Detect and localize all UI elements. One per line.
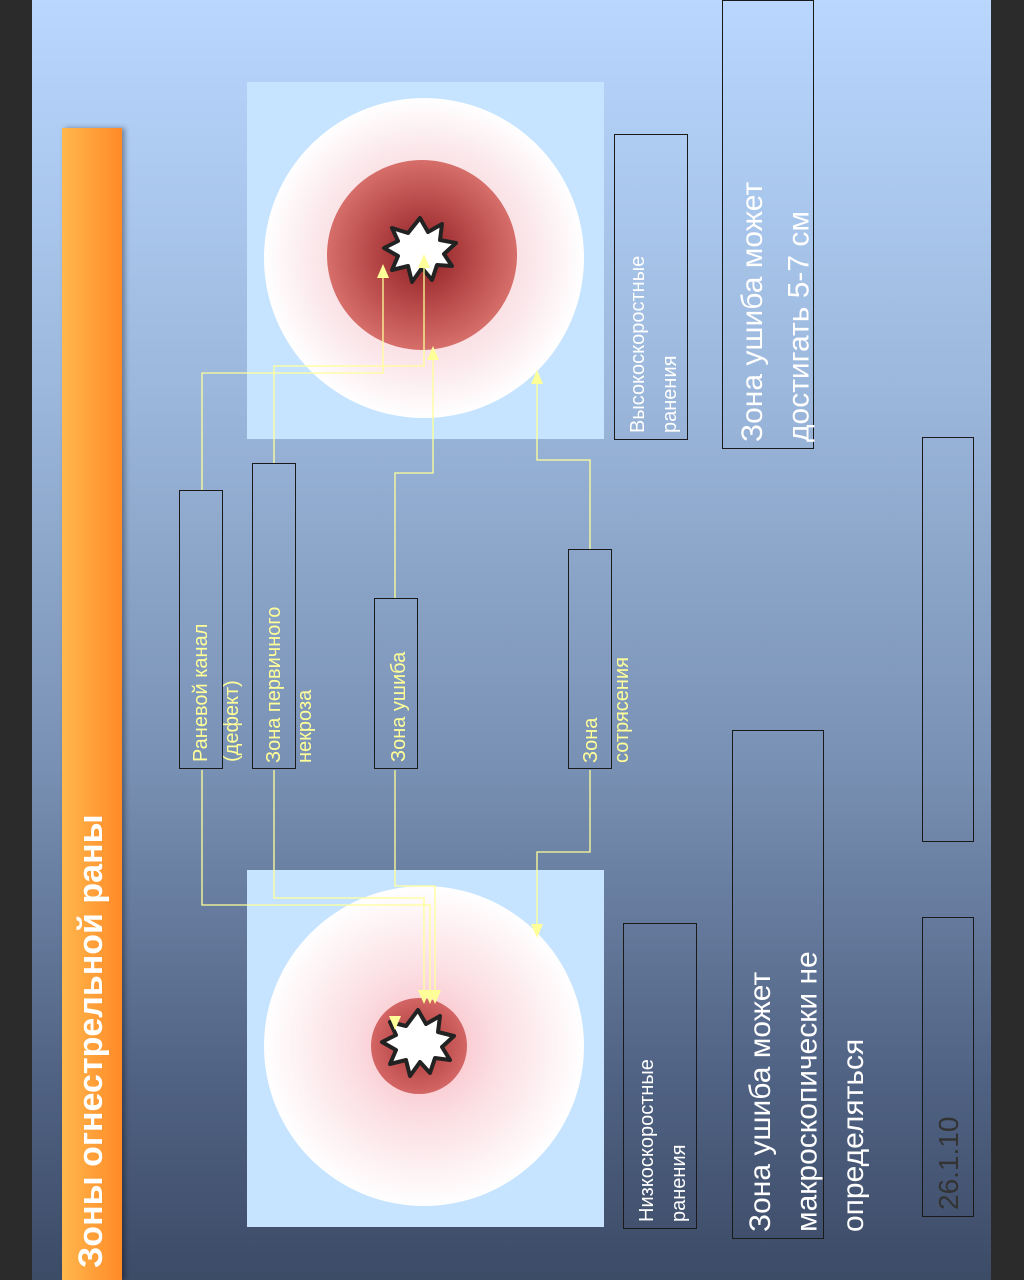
footer-placeholder — [922, 437, 974, 842]
low-velocity-label-box — [623, 923, 697, 1229]
wound-channel-line1: Раневой канал — [190, 623, 212, 762]
low-velocity-line2: ранения — [668, 1144, 690, 1222]
low-velocity-note-line3: определяться — [837, 1038, 870, 1232]
slide-date: 26.1.10 — [933, 1116, 964, 1210]
high-velocity-note-line1: Зона ушиба может — [736, 181, 769, 442]
high-velocity-label-box — [614, 134, 688, 440]
commotion-box — [568, 549, 612, 769]
wound-channel-label: Раневой канал (дефект) — [186, 492, 248, 762]
low-velocity-note: Зона ушиба может макроскопически не опре… — [738, 940, 878, 1232]
wound-channel-box — [179, 490, 223, 769]
commotion-label: Зона сотрясения — [576, 552, 638, 763]
high-velocity-note: Зона ушиба может достигать 5-7 см — [730, 150, 823, 442]
low-velocity-note-box — [732, 730, 824, 1239]
low-velocity-note-line1: Зона ушиба может — [744, 971, 777, 1232]
low-velocity-label: Низкоскоростные ранения — [631, 925, 695, 1222]
low-velocity-line1: Низкоскоростные — [636, 1059, 658, 1222]
low-velocity-note-line2: макроскопически не — [790, 951, 824, 1232]
primary-necrosis-line1: Зона первичного — [263, 606, 285, 763]
right-border — [991, 0, 1024, 1280]
contusion-label: Зона ушиба — [388, 651, 410, 762]
primary-necrosis-label: Зона первичного некроза — [259, 466, 321, 763]
wound-channel-line2: (дефект) — [221, 680, 243, 762]
contusion-box — [374, 598, 418, 769]
date-box — [922, 917, 974, 1217]
high-velocity-note-box — [722, 0, 814, 449]
wound-channel-icon — [380, 1008, 456, 1078]
left-border — [0, 0, 32, 1280]
high-velocity-line2: ранения — [659, 355, 681, 433]
primary-necrosis-box — [252, 463, 296, 769]
commotion-line1: Зона — [580, 717, 602, 763]
primary-necrosis-line2: некроза — [294, 689, 316, 763]
title-bar — [62, 128, 122, 1280]
low-velocity-wound — [264, 886, 584, 1206]
connector-lines — [201, 258, 591, 1000]
commotion-line2: сотрясения — [611, 657, 633, 763]
arrowheads — [377, 254, 543, 1030]
high-velocity-line1: Высокоскоростные — [627, 255, 649, 433]
high-velocity-label: Высокоскоростные ранения — [622, 136, 686, 433]
high-velocity-note-line2: достигать 5-7 см — [782, 210, 816, 442]
